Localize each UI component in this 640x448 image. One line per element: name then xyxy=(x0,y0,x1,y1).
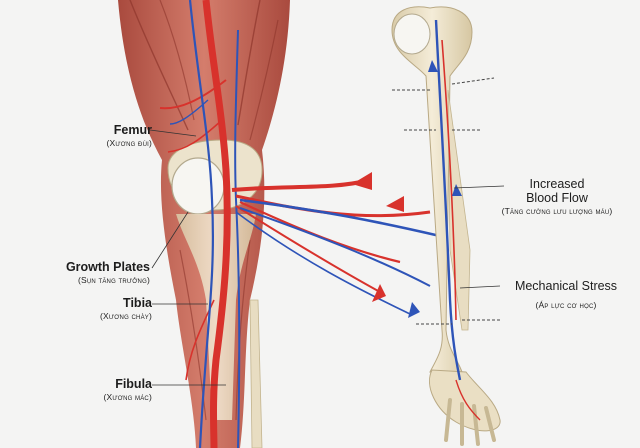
femur-label-vi: (Xương đùi) xyxy=(106,138,152,149)
label-growth-plates: Growth Plates (Sụn tăng trưởng) xyxy=(30,260,150,286)
label-femur: Femur (Xương đùi) xyxy=(62,123,153,149)
label-increased-blood-flow: Increased Blood Flow (Tăng cường lưu lượ… xyxy=(474,177,640,217)
leg-vessels xyxy=(159,0,241,448)
blood-flow-branches xyxy=(231,172,441,318)
label-mechanical-stress: Mechanical Stress (Áp lực cơ học) xyxy=(496,279,636,311)
growth-plates-label-vi: (Sụn tăng trưởng) xyxy=(77,275,150,286)
long-bone-vessels xyxy=(428,19,481,421)
stress-marks xyxy=(392,77,500,325)
tibia-label-vi: (Xương chày) xyxy=(99,311,152,322)
fibula-label: Fibula xyxy=(115,377,152,391)
growth-plates-label: Growth Plates xyxy=(65,260,150,274)
mechanical-stress-label: Mechanical Stress xyxy=(514,279,618,293)
blood-flow-label-line2: Blood Flow xyxy=(526,191,588,206)
tibia-label: Tibia xyxy=(123,296,152,310)
fibula-label-vi: (Xương mác) xyxy=(103,392,152,403)
label-fibula: Fibula (Xương mác) xyxy=(62,377,153,403)
label-tibia: Tibia (Xương chày) xyxy=(62,296,152,322)
mechanical-stress-label-vi: (Áp lực cơ học) xyxy=(535,300,597,311)
long-bone xyxy=(391,6,501,446)
leader-lines xyxy=(149,129,505,386)
femur-label: Femur xyxy=(113,123,152,137)
blood-flow-label-line1: Increased xyxy=(529,177,585,191)
blood-flow-label-vi: (Tăng cường lưu lượng máu) xyxy=(501,206,613,217)
